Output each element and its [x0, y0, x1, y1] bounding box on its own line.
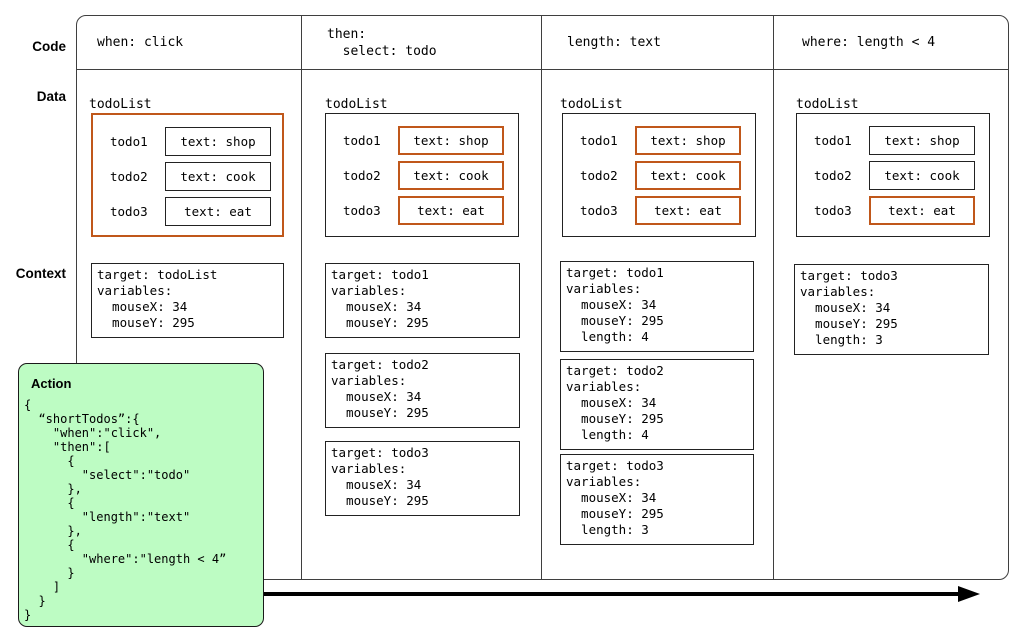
todo-value-box: text: eat [635, 196, 741, 225]
arrow-head-icon [958, 586, 980, 602]
todo-name: todo3 [814, 203, 852, 218]
todo-name: todo1 [580, 133, 618, 148]
context-box: target: todo2 variables: mouseX: 34 mous… [325, 353, 520, 428]
todo-name: todo1 [814, 133, 852, 148]
todo-name: todo2 [580, 168, 618, 183]
todo-value-box: text: cook [869, 161, 975, 190]
todo-list-box: todo1 text: shop todo2 text: cook todo3 … [796, 113, 990, 237]
action-box: Action { “shortTodos”:{ "when":"click", … [18, 363, 264, 627]
arrow-line [257, 592, 960, 596]
todo-value-box: text: cook [165, 162, 271, 191]
code-row-divider [77, 69, 1008, 70]
todo-list-box: todo1 text: shop todo2 text: cook todo3 … [562, 113, 756, 237]
code-cell: when: click [97, 35, 184, 50]
todo-name: todo2 [814, 168, 852, 183]
todo-value-box: text: shop [398, 126, 504, 155]
todo-row: todo1 text: shop [563, 126, 755, 155]
todo-name: todo3 [110, 204, 148, 219]
todo-row: todo3 text: eat [93, 197, 282, 226]
step-column-where: where: length < 4 todoList todo1 text: s… [773, 16, 1009, 579]
step-column-length: length: text todoList todo1 text: shop t… [541, 16, 774, 579]
todo-row: todo2 text: cook [797, 161, 989, 190]
context-box: target: todoList variables: mouseX: 34 m… [91, 263, 284, 338]
action-title: Action [31, 376, 72, 391]
row-label-data: Data [36, 89, 66, 104]
todo-value-box: text: eat [165, 197, 271, 226]
todo-list-box: todo1 text: shop todo2 text: cook todo3 … [91, 113, 284, 237]
code-cell: then: select: todo [327, 26, 437, 59]
row-label-code: Code [32, 39, 66, 54]
data-list-label: todoList [325, 97, 388, 112]
code-cell: where: length < 4 [802, 35, 936, 50]
todo-list-box: todo1 text: shop todo2 text: cook todo3 … [325, 113, 519, 237]
data-list-label: todoList [796, 97, 859, 112]
todo-name: todo1 [110, 134, 148, 149]
todo-value-box: text: cook [635, 161, 741, 190]
todo-row: todo3 text: eat [797, 196, 989, 225]
todo-value-box: text: shop [635, 126, 741, 155]
todo-row: todo1 text: shop [93, 127, 282, 156]
todo-value-box: text: eat [869, 196, 975, 225]
todo-row: todo2 text: cook [326, 161, 518, 190]
data-list-label: todoList [560, 97, 623, 112]
todo-row: todo2 text: cook [93, 162, 282, 191]
todo-row: todo2 text: cook [563, 161, 755, 190]
context-box: target: todo1 variables: mouseX: 34 mous… [560, 261, 754, 352]
todo-value-box: text: cook [398, 161, 504, 190]
todo-name: todo2 [110, 169, 148, 184]
todo-row: todo3 text: eat [326, 196, 518, 225]
data-list-label: todoList [89, 97, 152, 112]
row-label-context: Context [15, 266, 66, 281]
todo-name: todo1 [343, 133, 381, 148]
context-box: target: todo3 variables: mouseX: 34 mous… [560, 454, 754, 545]
todo-value-box: text: eat [398, 196, 504, 225]
todo-row: todo3 text: eat [563, 196, 755, 225]
action-json-code: { “shortTodos”:{ "when":"click", "then":… [24, 398, 227, 622]
todo-name: todo2 [343, 168, 381, 183]
step-column-when: when: click todoList todo1 text: shop to… [77, 16, 301, 579]
step-column-select: then: select: todo todoList todo1 text: … [301, 16, 542, 579]
context-box: target: todo3 variables: mouseX: 34 mous… [794, 264, 989, 355]
context-box: target: todo2 variables: mouseX: 34 mous… [560, 359, 754, 450]
context-box: target: todo1 variables: mouseX: 34 mous… [325, 263, 520, 338]
todo-value-box: text: shop [869, 126, 975, 155]
todo-row: todo1 text: shop [326, 126, 518, 155]
todo-name: todo3 [343, 203, 381, 218]
todo-row: todo1 text: shop [797, 126, 989, 155]
pipeline-frame: when: click todoList todo1 text: shop to… [76, 15, 1009, 580]
code-cell: length: text [567, 35, 661, 50]
todo-name: todo3 [580, 203, 618, 218]
context-box: target: todo3 variables: mouseX: 34 mous… [325, 441, 520, 516]
todo-value-box: text: shop [165, 127, 271, 156]
